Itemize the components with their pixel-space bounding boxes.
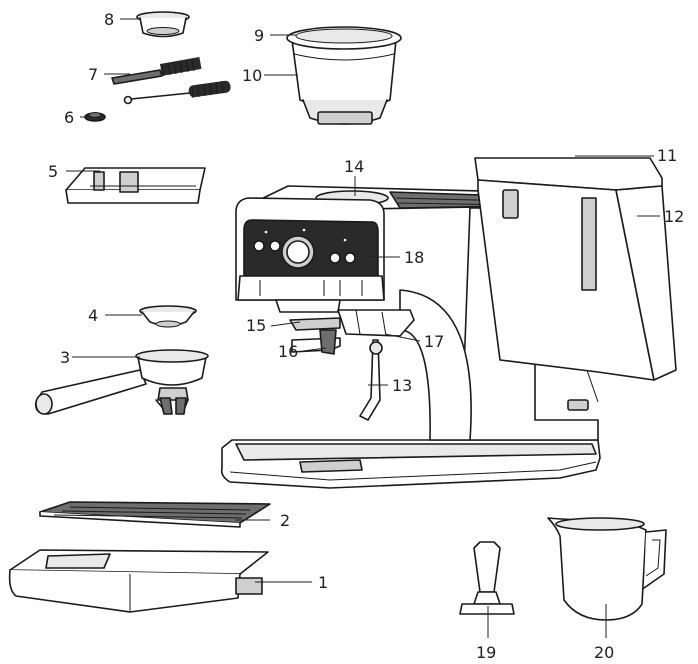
callout-1: 1 [318,573,328,592]
part-2-drip-grid [39,501,271,528]
callout-19: 19 [476,643,496,662]
callout-4: 4 [88,306,98,325]
part-19-tamper [459,541,515,615]
callout-18: 18 [404,248,424,267]
callout-2: 2 [280,511,290,530]
callout-12: 12 [664,207,684,226]
callout-14: 14 [344,157,364,176]
callout-3: 3 [60,348,70,367]
callout-labels: 1 2 3 4 5 6 7 8 9 10 11 12 13 14 15 16 1… [48,10,684,662]
part-3-portafilter [34,349,209,415]
callout-10: 10 [242,66,262,85]
part-7-cleaning-brushes [111,57,231,105]
callout-6: 6 [64,108,74,127]
callout-7: 7 [88,65,98,84]
part-1-drip-tray [8,549,269,613]
part-20-milk-jug [547,517,667,621]
part-9-10-bean-hopper [286,26,402,125]
callout-11: 11 [657,146,677,165]
callout-17: 17 [424,332,444,351]
callout-9: 9 [254,26,264,45]
part-11-12-water-tank [474,157,677,381]
leader-lines [66,18,660,638]
part-6-cap [84,112,106,122]
callout-15: 15 [246,316,266,335]
callout-13: 13 [392,376,412,395]
callout-5: 5 [48,162,58,181]
part-4-filter-basket-single [139,305,197,328]
callout-8: 8 [104,10,114,29]
part-8-filter-basket [136,11,190,38]
callout-20: 20 [594,643,614,662]
part-5-accessory-tray [65,167,206,204]
callout-16: 16 [278,342,298,361]
